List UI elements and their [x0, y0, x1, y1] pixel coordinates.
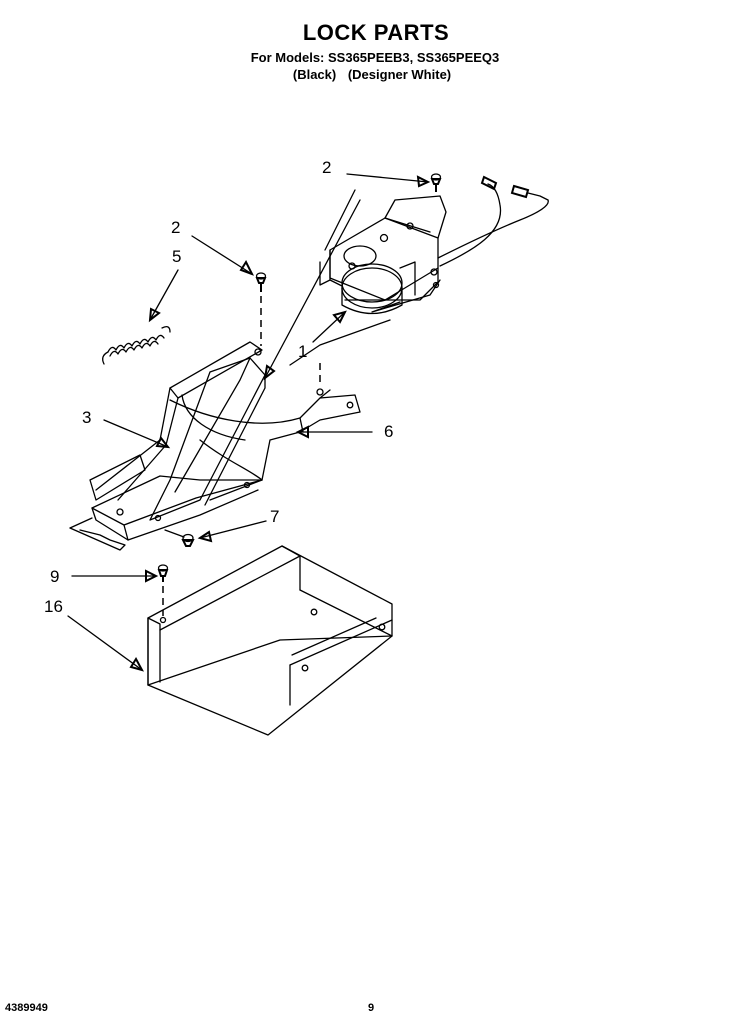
callout-2-upper: 2 [322, 158, 331, 177]
models-line: For Models: SS365PEEB3, SS365PEEQ3 [250, 50, 500, 65]
spring [102, 326, 171, 365]
screw-2-upper [430, 173, 442, 192]
callout-1: 1 [298, 342, 307, 361]
leader-lines [67, 173, 431, 672]
callout-5: 5 [172, 247, 181, 266]
screw-9 [157, 564, 169, 582]
variant-black: (Black) [292, 67, 337, 82]
callout-2-lower: 2 [171, 218, 180, 237]
lock-bracket-assembly [69, 341, 361, 551]
callout-7: 7 [270, 507, 279, 526]
lock-motor-assembly [319, 175, 549, 315]
screw-7 [164, 529, 195, 547]
callout-6: 6 [384, 422, 393, 441]
screw-2-lower [255, 272, 267, 292]
callout-9: 9 [50, 567, 59, 586]
page-number: 9 [368, 1002, 375, 1014]
callout-16: 16 [44, 597, 63, 616]
model-variants: (Black) (Designer White) [120, 67, 624, 82]
callout-3: 3 [82, 408, 91, 427]
variant-white: (Designer White) [347, 67, 452, 82]
page-title: LOCK PARTS [302, 20, 450, 45]
lock-cover-box [147, 545, 393, 736]
document-number: 4389949 [5, 1002, 48, 1014]
